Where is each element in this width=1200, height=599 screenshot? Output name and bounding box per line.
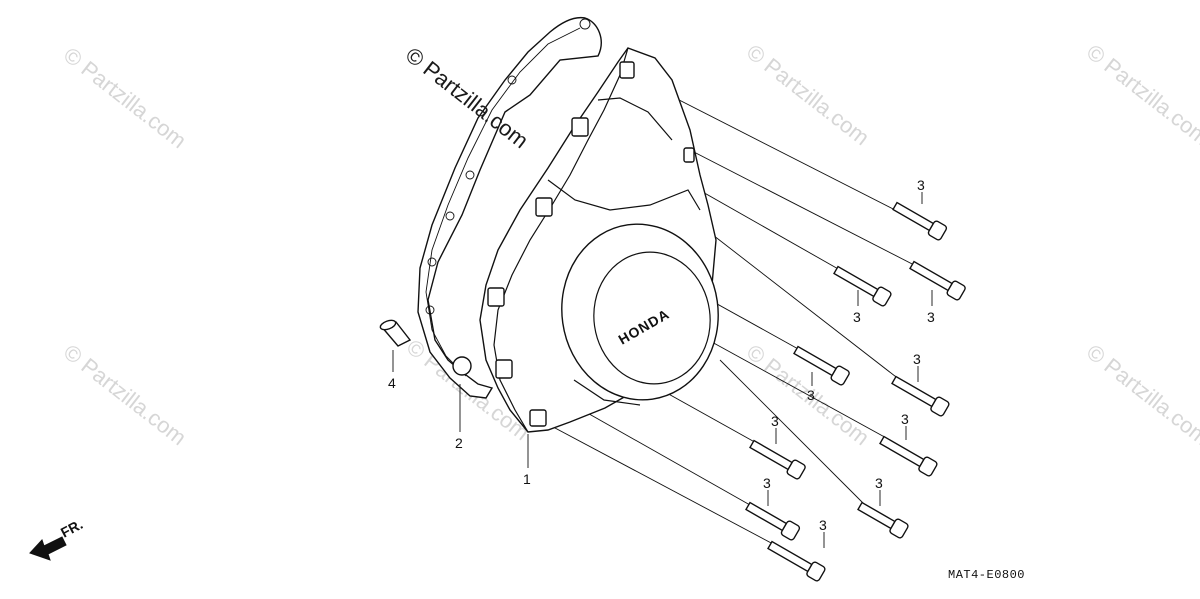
callout-bolt: 3 xyxy=(875,475,883,491)
bolt xyxy=(857,501,909,539)
callout-bolt: 3 xyxy=(927,309,935,325)
dowel-pin xyxy=(379,319,412,372)
callout-bolt: 3 xyxy=(763,475,771,491)
watermark-text: © Partzilla.com xyxy=(1082,339,1200,450)
callout-cover: 1 xyxy=(523,471,531,487)
bolt xyxy=(745,501,801,541)
callout-bolt: 3 xyxy=(819,517,827,533)
bolt xyxy=(879,435,938,477)
callout-bolt: 3 xyxy=(807,387,815,403)
bolt xyxy=(749,439,806,480)
bolt xyxy=(767,540,826,582)
bolt xyxy=(891,375,950,417)
callout-dowel: 4 xyxy=(388,375,396,391)
callout-bolt: 3 xyxy=(917,177,925,193)
callout-bolt: 3 xyxy=(901,411,909,427)
callout-labels: 3 3 3 3 3 3 3 3 3 3 4 2 1 xyxy=(388,177,935,533)
watermark-text: © Partzilla.com xyxy=(59,42,191,153)
callout-leaders xyxy=(459,192,933,548)
front-arrow-icon xyxy=(29,536,67,561)
callout-bolt: 3 xyxy=(853,309,861,325)
generator-cover: HONDA xyxy=(479,47,719,433)
bolt xyxy=(892,201,948,241)
callout-gasket: 2 xyxy=(455,435,463,451)
watermark-text: © Partzilla.com xyxy=(59,339,191,450)
bolt xyxy=(793,345,850,386)
callout-bolt: 3 xyxy=(913,351,921,367)
gasket xyxy=(417,16,602,399)
bolt xyxy=(909,260,966,301)
diagram-code: MAT4-E0800 xyxy=(948,568,1025,582)
watermark-text: © Partzilla.com xyxy=(742,39,874,150)
bolt xyxy=(833,265,892,307)
watermark-text: © Partzilla.com xyxy=(1082,39,1200,150)
front-indicator: FR. xyxy=(29,516,85,561)
callout-bolt: 3 xyxy=(771,413,779,429)
bolt-group xyxy=(745,201,966,582)
